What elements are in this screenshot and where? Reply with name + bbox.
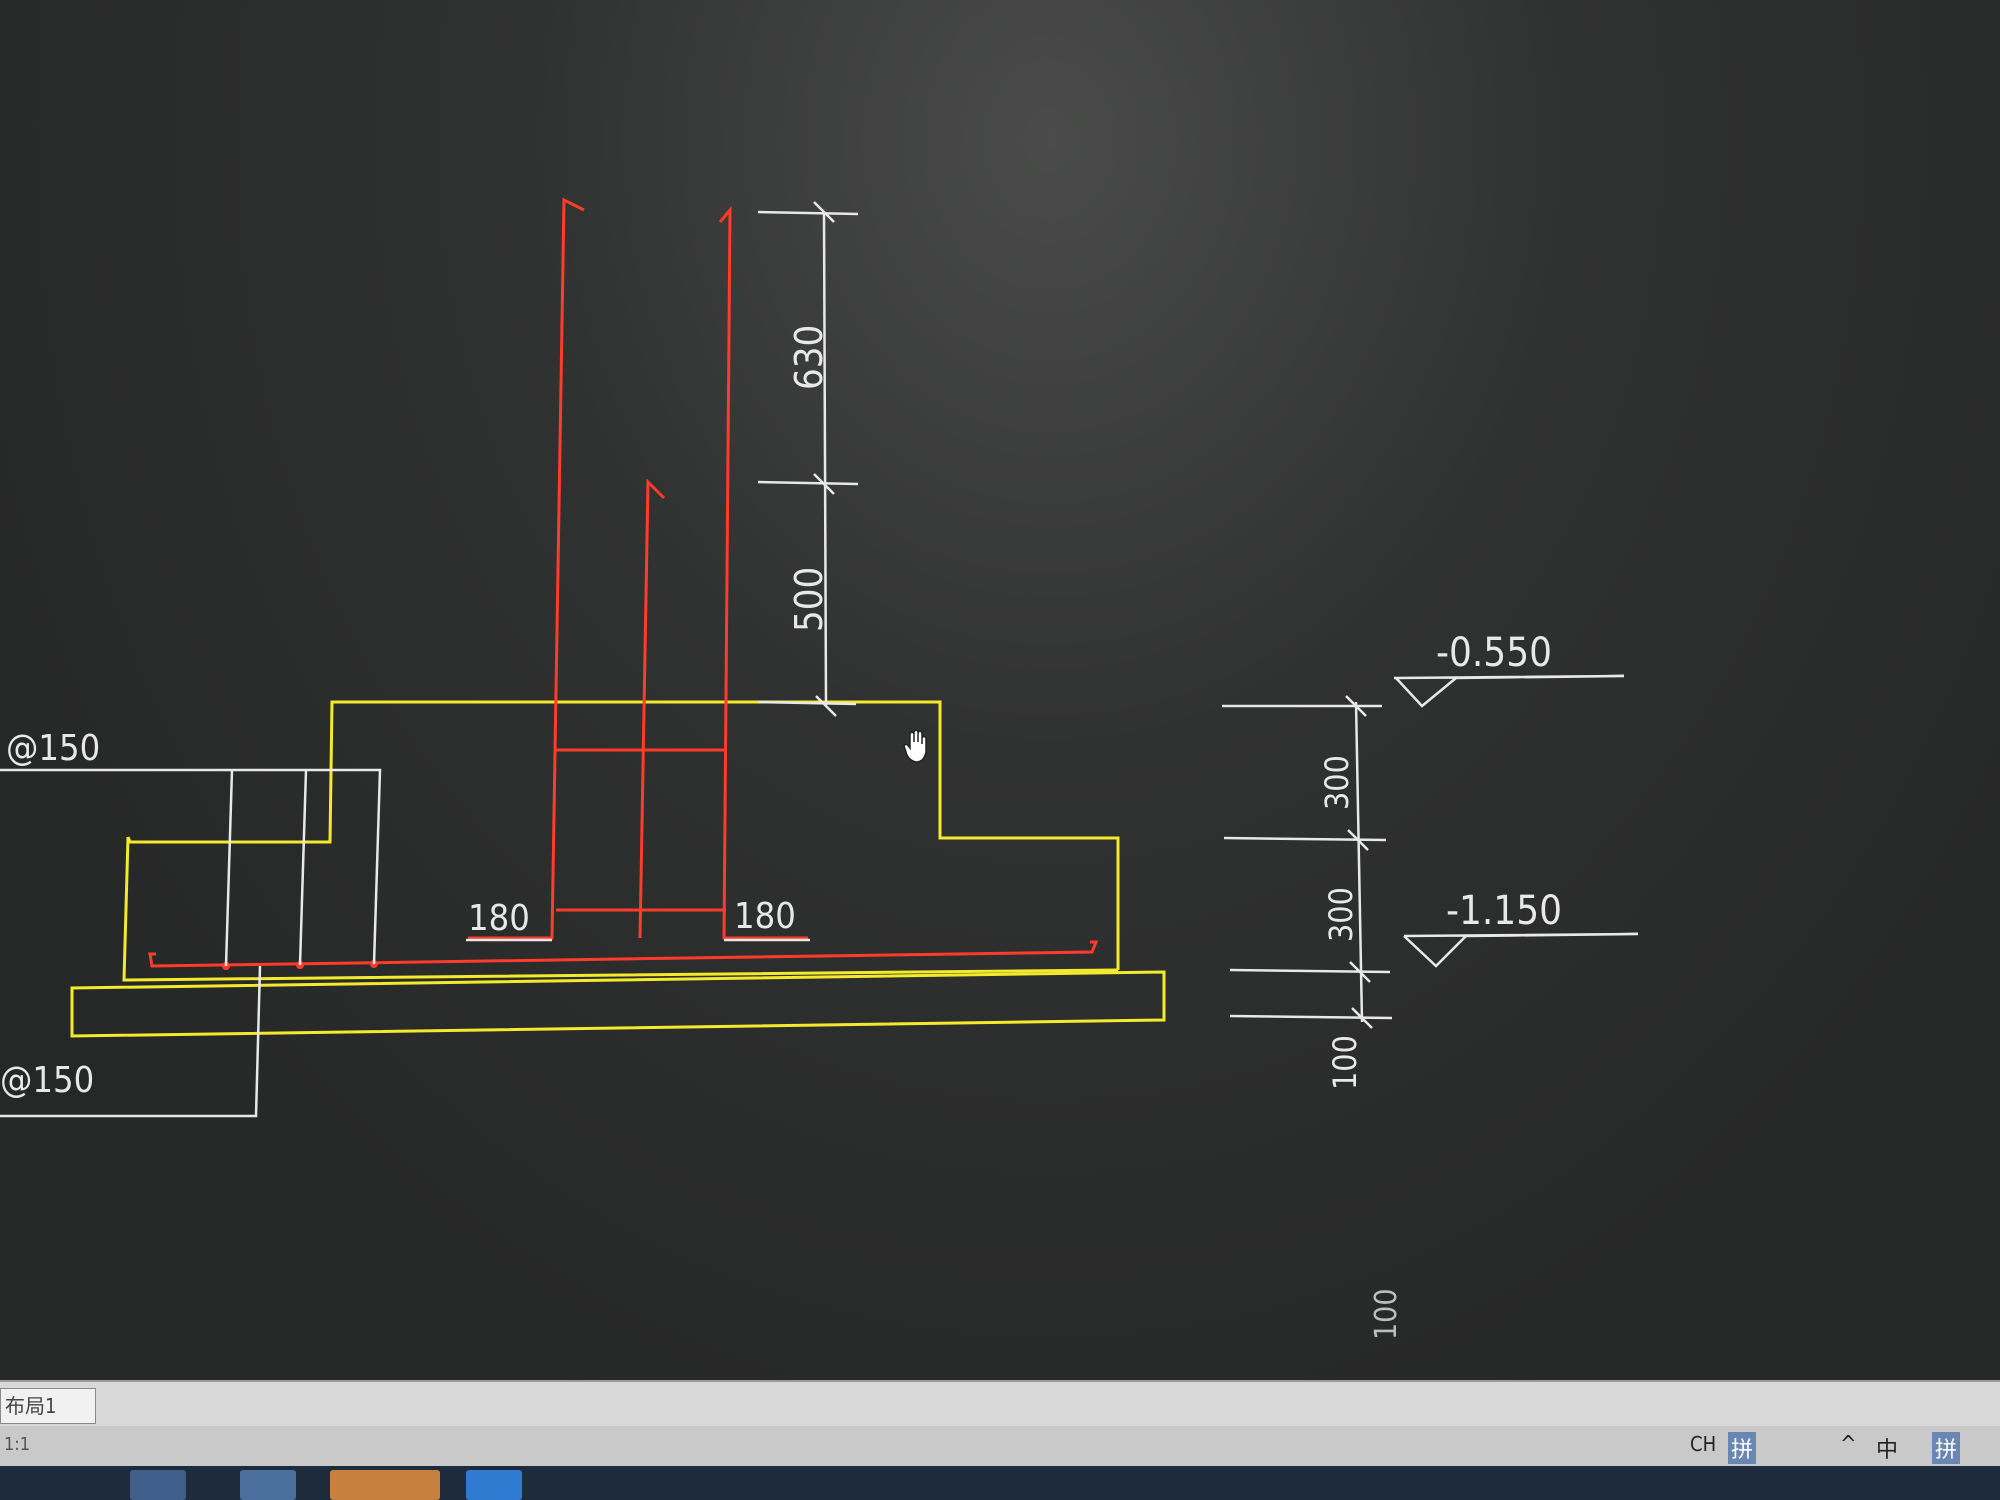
hook-label-left: 180 [468,898,530,939]
footing-outline [70,700,1166,1038]
drawing-canvas[interactable]: 630 500 180 180 @150 @150 300 300 100 -0… [0,0,2000,1380]
footing-base-slab [70,970,1166,1038]
dim-tick [813,201,835,223]
elevation-symbol-upper [1393,674,1625,708]
elevation-label-upper: -0.550 [1436,630,1552,676]
elev-dim-100: 100 [1326,1035,1364,1090]
footing-lower-step [122,836,1119,982]
elevation-dimension [1222,695,1393,1029]
footing-upper-step [126,700,1120,970]
rebar-middle-bar [638,478,666,939]
elev-dim-300-upper: 300 [1318,755,1356,810]
dim-line [822,211,828,707]
dim-extension [1229,968,1391,974]
elevation-symbol-lower [1403,932,1639,968]
rebar-group [148,197,1099,968]
dim-extension [757,210,859,216]
dim-extension [757,700,857,706]
elev-dim-300-lower: 300 [1322,887,1360,942]
tab-layout1[interactable]: 布局1 [0,1388,96,1424]
dim-label-500: 500 [787,567,831,632]
ime-mode-indicator[interactable]: 中 [1876,1438,1899,1463]
taskbar-app-icon[interactable] [466,1470,522,1500]
rebar-note-top: @150 [6,728,100,769]
dim-tick [1351,1007,1373,1029]
dim-tick [813,473,835,495]
leader-tick [298,769,308,966]
lang-indicator[interactable]: CH [1690,1432,1717,1456]
rebar-note-bottom: @150 [0,1060,94,1101]
ime-badge[interactable]: 拼 [1728,1432,1757,1464]
dim-tick [1349,961,1371,983]
dimension-labels: 630 500 180 180 @150 @150 300 300 100 -0… [0,325,1562,1340]
dim-line [1354,701,1364,1023]
leader-tick [224,769,234,967]
dim-tick [1347,829,1369,851]
rebar-left-bar [468,197,585,940]
dim-label-630: 630 [787,325,831,390]
edge-dim-label: 100 [1369,1288,1404,1340]
dim-tick [815,695,837,717]
taskbar-app-icon[interactable] [130,1470,186,1500]
ime-badge-secondary[interactable]: 拼 [1932,1432,1961,1464]
dim-extension [1229,1014,1393,1020]
leader-line-bottom [0,965,262,1118]
hook-label-right: 180 [734,896,796,937]
scale-readout[interactable]: 1:1 [4,1434,31,1455]
rebar-right-bar [718,205,808,940]
taskbar-app-icon[interactable] [240,1470,296,1500]
rebar-bottom-mesh [148,940,1099,968]
dim-extension [1223,836,1387,842]
elevation-label-lower: -1.150 [1446,888,1562,934]
leader-line-top [0,768,382,965]
column-dimension [757,201,859,717]
taskbar [0,1466,2000,1500]
elevation-markers [1393,674,1639,968]
taskbar-app-icon[interactable] [330,1470,440,1500]
status-bar: 1:1 CH 拼 ^ 中 拼 [0,1426,2000,1466]
leader-lines [0,768,810,1118]
dim-extension [757,480,859,486]
layout-tab-bar: 布局1 [0,1380,2000,1428]
pan-hand-icon [903,729,927,763]
tray-expand-icon[interactable]: ^ [1840,1432,1857,1457]
cad-drawing: 630 500 180 180 @150 @150 300 300 100 -0… [0,197,1639,1340]
dim-tick [1345,695,1367,717]
